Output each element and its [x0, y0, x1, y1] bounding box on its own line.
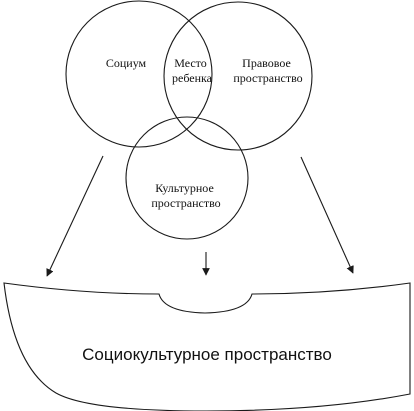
cultural-space-label-line-2: пространство	[151, 196, 220, 210]
center-label-line-2: ребенка	[172, 71, 213, 85]
society-label: Социум	[106, 56, 147, 70]
legal-space-label: Правовое пространство	[233, 56, 302, 85]
legal-space-label-line-1: Правовое	[242, 56, 291, 70]
sociocultural-space-base	[3, 282, 411, 411]
legal-space-label-line-2: пространство	[233, 71, 302, 85]
center-label: Место ребенка	[172, 56, 213, 85]
right-arrow	[300, 156, 354, 274]
left-arrow	[46, 155, 104, 277]
cultural-space-circle	[125, 116, 249, 240]
legal-space-circle	[163, 1, 313, 151]
cultural-space-label-line-1: Культурное	[155, 181, 214, 195]
cultural-space-label: Культурное пространство	[151, 181, 220, 210]
sociocultural-space-label: Социокультурное пространство	[82, 345, 332, 364]
society-circle	[65, 0, 213, 148]
center-label-line-1: Место	[174, 56, 207, 70]
